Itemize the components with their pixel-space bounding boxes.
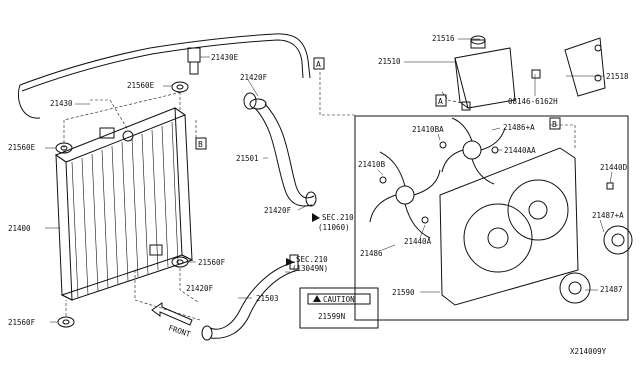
label-sec210-b-ref: (13049N) xyxy=(292,264,328,273)
label-sec210-b: SEC.210 xyxy=(296,255,328,264)
fan-assembly-frame xyxy=(354,115,629,321)
label-21410B: 21410B xyxy=(358,160,386,169)
label-21503: 21503 xyxy=(256,294,279,303)
overflow-hose-21430[interactable] xyxy=(17,33,311,119)
ref-box-a-top: A xyxy=(313,57,325,70)
clamp-21420F-mid[interactable] xyxy=(305,191,317,207)
ref-a-top-text: A xyxy=(316,60,321,69)
upper-hose-21501[interactable] xyxy=(249,98,315,207)
label-08146: 08146-6162H xyxy=(508,97,558,106)
label-21430: 21430 xyxy=(50,99,73,108)
clip-21430E[interactable] xyxy=(187,47,201,75)
sec-arrow-a xyxy=(312,213,320,222)
front-label: FRONT xyxy=(167,323,192,339)
label-21487: 21487 xyxy=(600,285,623,294)
label-21501: 21501 xyxy=(236,154,259,163)
leader-lines xyxy=(45,38,613,323)
fan-shroud-21590[interactable] xyxy=(439,147,579,306)
lower-hose-21503[interactable] xyxy=(201,261,299,341)
label-21440A: 21440A xyxy=(404,237,432,246)
assembly-lines xyxy=(63,72,576,321)
diagram-id: X214009Y xyxy=(570,347,607,356)
bracket-21518[interactable] xyxy=(564,37,606,97)
label-21440AA: 21440AA xyxy=(504,146,536,155)
label-21420F-top: 21420F xyxy=(240,73,268,82)
label-21590: 21590 xyxy=(392,288,415,297)
reservoir-cap-21516[interactable] xyxy=(470,35,486,49)
fan-blade-21486A[interactable] xyxy=(441,117,506,185)
ref-box-b-radiator: B xyxy=(195,137,207,150)
nut-21410B[interactable] xyxy=(379,176,387,184)
front-arrow xyxy=(151,302,193,326)
label-21486A: 21486+A xyxy=(503,123,535,132)
label-sec210-a: SEC.210 xyxy=(322,213,354,222)
label-21440D: 21440D xyxy=(600,163,628,172)
fan-blade-21486[interactable] xyxy=(369,151,441,239)
label-21560E-top: 21560E xyxy=(127,81,155,90)
label-21599N: 21599N xyxy=(318,312,345,321)
bolt-08146[interactable] xyxy=(531,69,541,79)
bushing-21560E-top[interactable] xyxy=(171,81,189,93)
radiator-21400[interactable] xyxy=(54,107,194,301)
ref-b-fan-text: B xyxy=(552,120,557,129)
reservoir-tank-21510[interactable] xyxy=(454,47,516,111)
label-21487A: 21487+A xyxy=(592,211,624,220)
label-21560E-left: 21560E xyxy=(8,143,36,152)
caution-text: CAUTION xyxy=(323,295,355,304)
ref-b-radiator-text: B xyxy=(198,140,203,149)
ref-a-tank-text: A xyxy=(438,97,443,106)
label-21430E: 21430E xyxy=(211,53,239,62)
label-21400: 21400 xyxy=(8,224,31,233)
caution-label-21599N[interactable] xyxy=(299,287,379,329)
sec-arrow-b xyxy=(286,258,294,266)
ref-box-b-fan: B xyxy=(549,117,561,130)
nut-21410BA[interactable] xyxy=(439,141,447,149)
label-21518: 21518 xyxy=(606,72,629,81)
label-21420F-low: 21420F xyxy=(186,284,214,293)
fan-motor-21487[interactable] xyxy=(559,272,591,304)
label-21420F-mid: 21420F xyxy=(264,206,292,215)
clamp-21420F-top[interactable] xyxy=(243,92,257,110)
ref-box-a-tank: A xyxy=(435,94,447,107)
label-21560F-mid: 21560F xyxy=(198,258,226,267)
bolt-21440D[interactable] xyxy=(606,182,614,190)
label-sec210-a-ref: (11060) xyxy=(318,223,350,232)
fan-motor-21487A[interactable] xyxy=(603,225,633,255)
label-21560F-bottom: 21560F xyxy=(8,318,36,327)
screw-21440A[interactable] xyxy=(421,216,429,224)
label-21410BA: 21410BA xyxy=(412,125,444,134)
label-21516: 21516 xyxy=(432,34,455,43)
bushing-21560F-bottom[interactable] xyxy=(57,316,75,328)
label-21510: 21510 xyxy=(378,57,401,66)
label-21486: 21486 xyxy=(360,249,383,258)
